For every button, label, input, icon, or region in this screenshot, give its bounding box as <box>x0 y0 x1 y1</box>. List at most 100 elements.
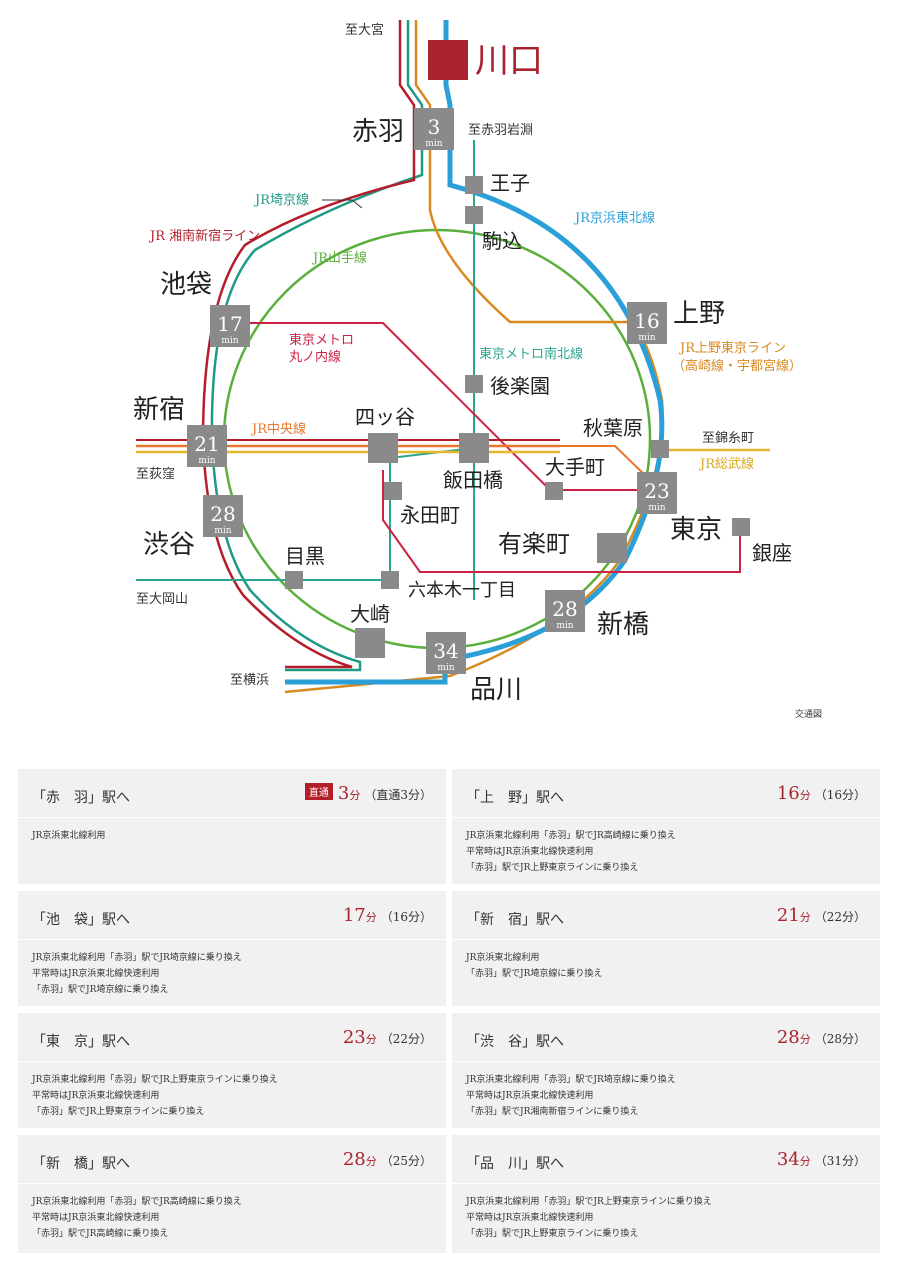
svg-text:28: 28 <box>210 502 235 526</box>
yurakucho-marker <box>597 533 627 563</box>
route-card-header: 「東 京」駅へ 23分（22分） <box>18 1013 446 1062</box>
tokyo-time-box: 23 min <box>637 472 677 514</box>
direction-ookayama: 至大岡山 <box>136 592 188 607</box>
route-card: 「東 京」駅へ 23分（22分） JR京浜東北線利用「赤羽」駅でJR上野東京ラインに… <box>18 1013 446 1128</box>
map-caption: 交通図 <box>795 708 822 720</box>
marunouchi-line <box>250 322 741 573</box>
svg-text:min: min <box>437 663 454 673</box>
oji-label: 王子 <box>490 171 530 195</box>
ueno-time-box: 16 min <box>627 302 667 344</box>
route-alt-time: （直通3分） <box>364 788 432 802</box>
shinagawa-label: 品川 <box>470 675 522 705</box>
sobu-label: JR総武線 <box>698 456 754 472</box>
route-note: 平常時はJR京浜東北線快速利用 <box>466 847 594 857</box>
route-destination: 「東 京」駅へ <box>32 1034 130 1050</box>
route-notes: JR京浜東北線利用 <box>18 818 446 844</box>
ueno-tokyo-label-2: （高崎線・宇都宮線） <box>672 358 802 374</box>
shibuya-label: 渋谷 <box>143 530 195 560</box>
yamanote-label: JR山手線 <box>311 250 367 266</box>
origin-name: 川口 <box>475 41 543 81</box>
svg-text:34: 34 <box>433 639 458 663</box>
nagatacho-marker <box>384 482 402 500</box>
shimbashi-label: 新橋 <box>597 610 649 640</box>
ueno-label: 上野 <box>673 299 725 329</box>
route-minutes-unit: 分 <box>365 911 377 924</box>
iidabashi-marker <box>459 433 489 463</box>
svg-text:min: min <box>425 139 442 149</box>
route-alt-time: （22分） <box>380 1032 432 1046</box>
route-note: 「赤羽」駅でJR上野東京ラインに乗り換え <box>466 863 639 873</box>
route-alt-time: （16分） <box>814 788 866 802</box>
saikyo-label: JR埼京線 <box>253 192 309 208</box>
svg-text:min: min <box>221 336 238 346</box>
korakuen-marker <box>465 375 483 393</box>
route-time: 21分（22分） <box>777 905 866 926</box>
route-notes: JR京浜東北線利用「赤羽」駅でJR埼京線に乗り換え平常時はJR京浜東北線快速利用… <box>452 1062 880 1120</box>
route-note: 平常時はJR京浜東北線快速利用 <box>32 1091 160 1101</box>
keihin-label: JR京浜東北線 <box>573 210 655 226</box>
korakuen-label: 後楽園 <box>490 374 550 398</box>
chuo-east-line <box>560 445 651 481</box>
svg-text:23: 23 <box>644 479 669 503</box>
route-minutes: 3 <box>337 783 350 804</box>
route-destination: 「渋 谷」駅へ <box>466 1034 564 1050</box>
iidabashi-label: 飯田橋 <box>443 468 503 492</box>
namboku-label: 東京メトロ南北線 <box>479 346 583 362</box>
route-note: JR京浜東北線利用「赤羽」駅でJR高崎線に乗り換え <box>32 1197 242 1207</box>
yotsuya-marker <box>368 433 398 463</box>
route-alt-time: （28分） <box>814 1032 866 1046</box>
saikyo-line <box>210 20 424 672</box>
svg-text:21: 21 <box>194 432 219 456</box>
osaki-marker <box>355 628 385 658</box>
route-note: 「赤羽」駅でJR上野東京ラインに乗り換え <box>466 1229 639 1239</box>
roppongi-marker <box>381 571 399 589</box>
route-alt-time: （25分） <box>380 1154 432 1168</box>
route-notes: JR京浜東北線利用「赤羽」駅でJR上野東京ラインに乗り換え平常時はJR京浜東北線… <box>452 1184 880 1242</box>
route-notes: JR京浜東北線利用「赤羽」駅でJR埼京線に乗り換え <box>452 940 880 982</box>
route-note: 「赤羽」駅でJR上野東京ラインに乗り換え <box>32 1107 205 1117</box>
shibuya-time-box: 28 min <box>203 495 243 537</box>
ikebukuro-label: 池袋 <box>160 270 212 300</box>
akihabara-label: 秋葉原 <box>583 416 643 440</box>
route-notes: JR京浜東北線利用「赤羽」駅でJR高崎線に乗り換え平常時はJR京浜東北線快速利用… <box>18 1184 446 1242</box>
meguro-label: 目黒 <box>285 544 325 568</box>
route-note: JR京浜東北線利用「赤羽」駅でJR上野東京ラインに乗り換え <box>32 1075 278 1085</box>
route-note: 平常時はJR京浜東北線快速利用 <box>466 1213 594 1223</box>
route-note: JR京浜東北線利用 <box>466 953 540 963</box>
direction-akabaneiwabuchi: 至赤羽岩淵 <box>468 123 533 138</box>
route-time: 34分（31分） <box>777 1149 866 1170</box>
route-notes: JR京浜東北線利用「赤羽」駅でJR高崎線に乗り換え平常時はJR京浜東北線快速利用… <box>452 818 880 876</box>
akihabara-marker <box>651 440 669 458</box>
route-minutes-unit: 分 <box>365 1155 377 1168</box>
svg-text:17: 17 <box>217 312 242 336</box>
route-card: 「渋 谷」駅へ 28分（28分） JR京浜東北線利用「赤羽」駅でJR埼京線に乗り換え… <box>452 1013 880 1128</box>
otemachi-label: 大手町 <box>545 455 605 479</box>
route-note: JR京浜東北線利用「赤羽」駅でJR高崎線に乗り換え <box>466 831 676 841</box>
route-minutes: 21 <box>776 905 800 926</box>
route-note: 平常時はJR京浜東北線快速利用 <box>466 1091 594 1101</box>
route-minutes: 16 <box>776 783 800 804</box>
route-note: JR京浜東北線利用「赤羽」駅でJR埼京線に乗り換え <box>32 953 242 963</box>
marunouchi-label-2: 丸ノ内線 <box>289 349 341 365</box>
route-minutes: 17 <box>342 905 366 926</box>
svg-text:min: min <box>214 526 231 536</box>
route-time: 28分（28分） <box>777 1027 866 1048</box>
route-alt-time: （22分） <box>814 910 866 924</box>
route-time: 23分（22分） <box>343 1027 432 1048</box>
svg-text:min: min <box>638 333 655 343</box>
marunouchi-label-1: 東京メトロ <box>289 332 354 348</box>
svg-text:28: 28 <box>552 597 577 621</box>
komagome-label: 駒込 <box>482 229 522 253</box>
route-minutes: 28 <box>342 1149 366 1170</box>
nagatacho-label: 永田町 <box>400 503 460 527</box>
svg-text:16: 16 <box>634 309 659 333</box>
svg-text:min: min <box>556 621 573 631</box>
svg-text:min: min <box>648 503 665 513</box>
komagome-marker <box>465 206 483 224</box>
